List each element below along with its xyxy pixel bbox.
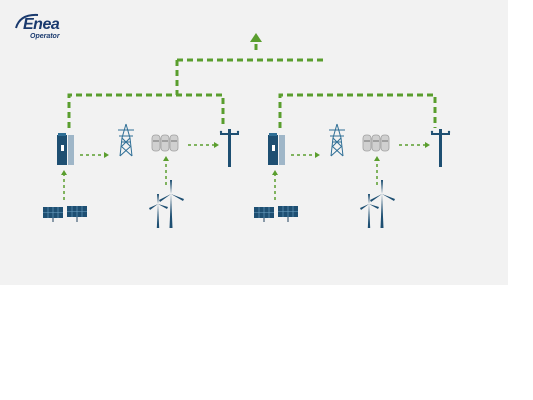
power-pole-icon (430, 129, 451, 167)
logo-name: Enea (23, 16, 60, 33)
group-right (253, 93, 451, 228)
logo-swoosh-icon (15, 13, 39, 29)
diagram-panel (0, 0, 508, 285)
logo-tagline: Operator (30, 33, 60, 40)
collector-line (67, 93, 225, 128)
enea-operator-logo: Enea Operator (14, 12, 72, 42)
solar-panels-icon (42, 205, 88, 223)
transmission-tower-icon (328, 123, 346, 157)
transmission-tower-icon (117, 123, 135, 157)
wind-turbines-icon (149, 180, 184, 228)
hydrogen-tanks-icon (362, 134, 390, 152)
wind-turbines-icon (360, 180, 395, 228)
solar-panels-icon (253, 205, 299, 223)
hydrogen-tanks-icon (151, 134, 179, 152)
collector-line (278, 93, 437, 128)
group-left (42, 93, 240, 228)
up-arrow-icon (250, 33, 262, 42)
output-flow-line (175, 33, 326, 95)
electrolyzer-icon (268, 133, 285, 165)
electrolyzer-icon (57, 133, 74, 165)
power-pole-icon (219, 129, 240, 167)
